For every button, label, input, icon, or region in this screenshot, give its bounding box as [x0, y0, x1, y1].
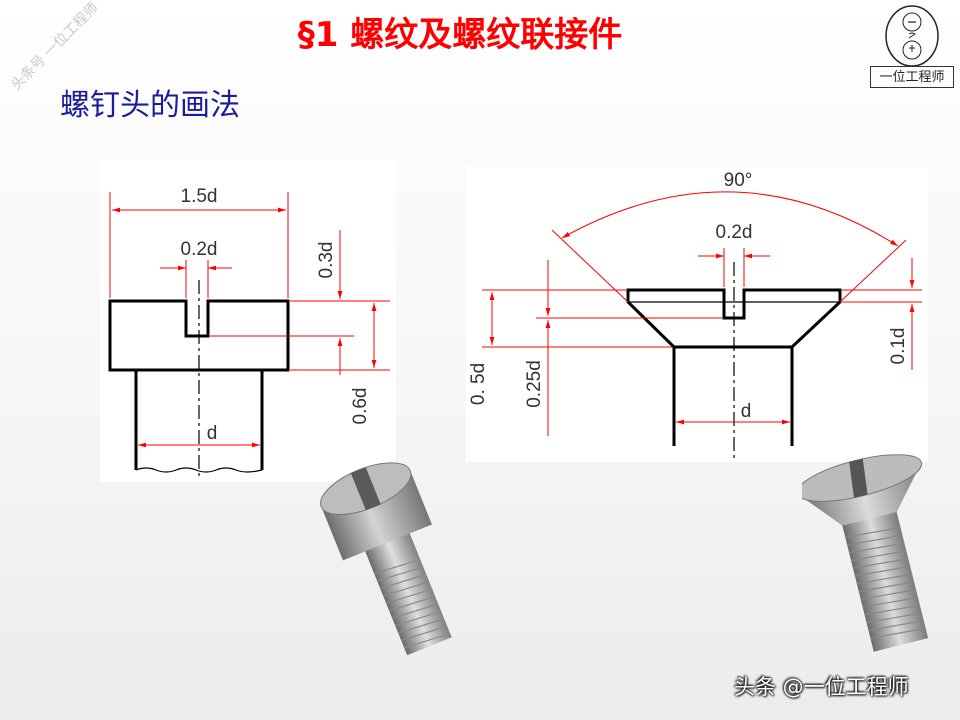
dim-top-thickness: 0.1d: [888, 328, 909, 365]
cheese-head-svg: 1.5d 0.2d 0.3d 0.6d d: [108, 186, 390, 480]
dim-slot-depth: 0.3d: [316, 242, 337, 279]
dim-shank: d: [207, 423, 218, 444]
dim-slot-width: 0.2d: [181, 239, 218, 260]
countersunk-outline: [626, 288, 842, 446]
dim-head-width: 1.5d: [181, 186, 218, 207]
dim-head-height: 0.6d: [350, 388, 371, 425]
cheese-head-drawing: 1.5d 0.2d 0.3d 0.6d d: [100, 160, 396, 482]
screw-outline: [108, 299, 290, 470]
seal-icon: [885, 5, 939, 67]
countersunk-svg: 90° 0.2d 0.1d 0. 5d 0.25d d: [468, 170, 922, 458]
footer-watermark: 头条 @一位工程师: [734, 675, 909, 699]
dim-slot-depth-r: 0.25d: [524, 360, 545, 408]
dim-shank-r: d: [741, 401, 752, 422]
slide-title: §1 螺纹及螺纹联接件: [297, 15, 623, 55]
watermark: 头条号 一位工程师: [8, 0, 102, 94]
dim-slot-width-r: 0.2d: [716, 222, 753, 243]
seal-logo: 一位工程师: [866, 2, 958, 90]
dim-angle: 90°: [724, 170, 753, 191]
countersunk-head-drawing: 90° 0.2d 0.1d 0. 5d 0.25d d: [466, 166, 928, 462]
countersunk-screw-image: [802, 454, 929, 652]
cheese-head-screw-image: [320, 462, 452, 656]
seal-label-box: [870, 66, 954, 88]
slide-subtitle: 螺钉头的画法: [60, 88, 240, 123]
seal-label: 一位工程师: [879, 70, 945, 85]
dim-head-height-r: 0. 5d: [468, 363, 489, 405]
